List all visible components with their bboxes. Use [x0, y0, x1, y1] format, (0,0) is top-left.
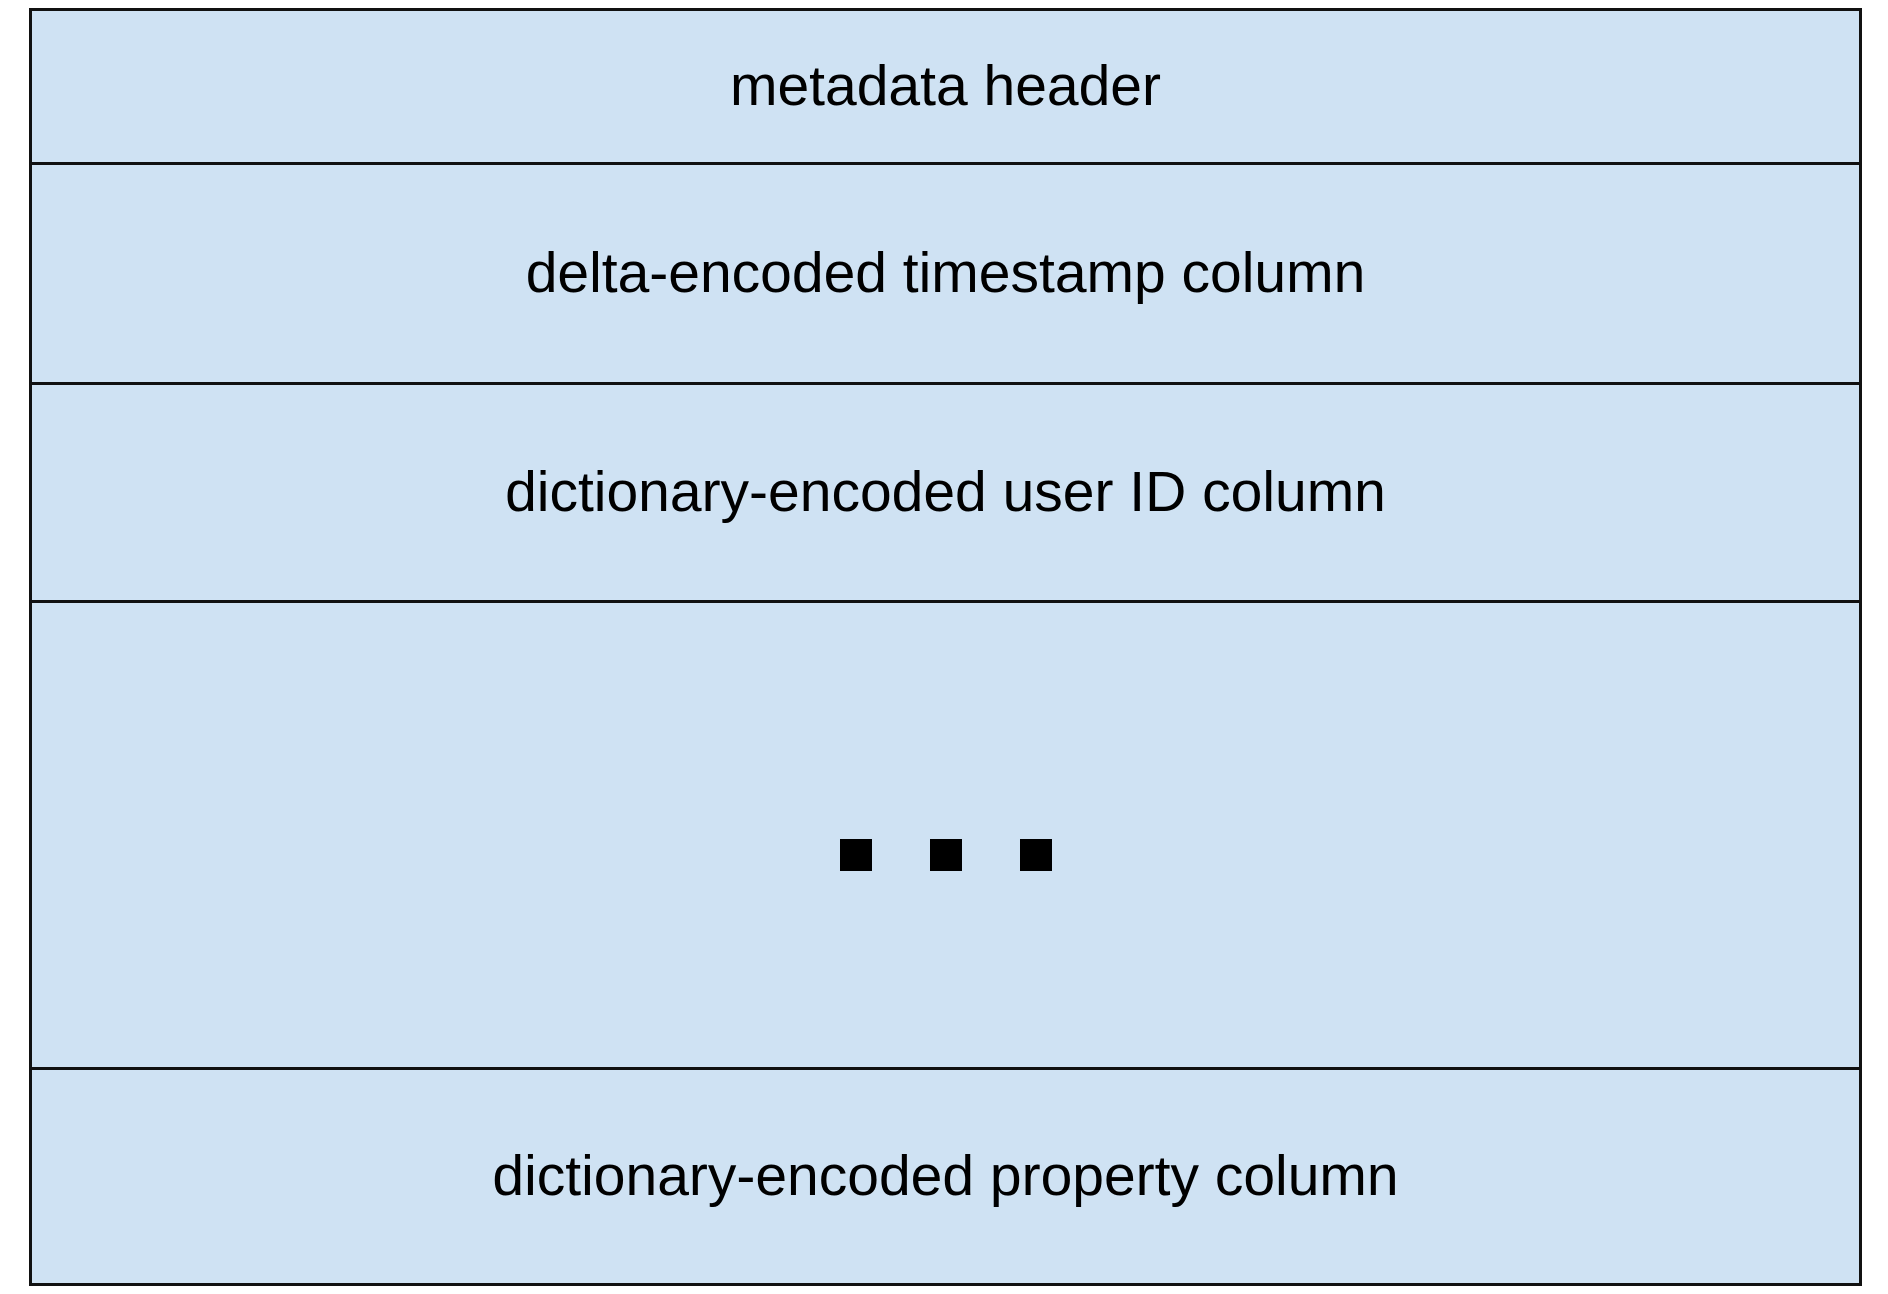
- block-property-column: dictionary-encoded property column: [32, 1070, 1859, 1283]
- block-timestamp-column: delta-encoded timestamp column: [32, 165, 1859, 385]
- block-user-id-column: dictionary-encoded user ID column: [32, 385, 1859, 603]
- ellipsis-dot: [1019, 839, 1052, 871]
- block-ellipsis: [32, 603, 1859, 1070]
- block-label: dictionary-encoded property column: [492, 1144, 1399, 1208]
- segment-layout-diagram: metadata header delta-encoded timestamp …: [29, 8, 1862, 1286]
- block-label: delta-encoded timestamp column: [525, 241, 1366, 305]
- ellipsis-dot: [929, 839, 962, 871]
- ellipsis-icon: [839, 839, 1052, 871]
- ellipsis-dot: [839, 839, 872, 871]
- block-metadata-header: metadata header: [32, 11, 1859, 165]
- block-label: dictionary-encoded user ID column: [505, 460, 1386, 524]
- block-label: metadata header: [730, 54, 1161, 118]
